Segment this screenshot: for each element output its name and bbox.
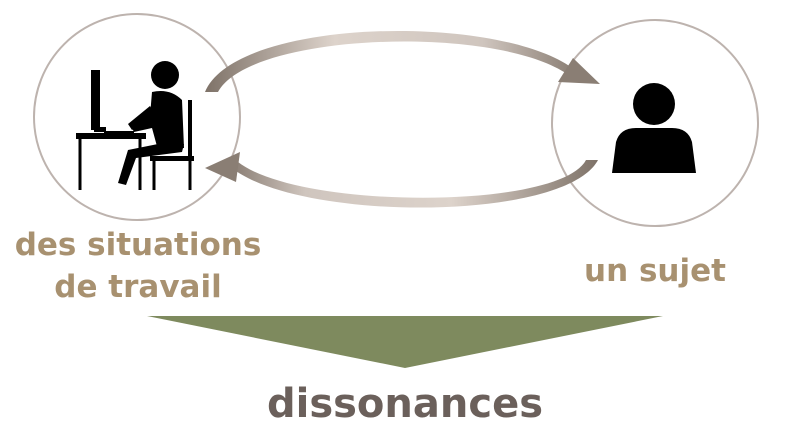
result-label: dissonances	[266, 381, 544, 427]
left-node-label-line1: des situations	[14, 227, 262, 263]
arrow-left-to-right	[205, 30, 600, 92]
left-node-label-line2: de travail	[54, 269, 222, 305]
person-icon	[612, 83, 696, 173]
result-triangle	[147, 316, 663, 368]
right-node-label: un sujet	[584, 253, 726, 289]
person-at-computer-icon	[76, 61, 194, 190]
left-node-label: des situations de travail	[0, 224, 276, 308]
arrow-right-to-left	[205, 152, 598, 208]
